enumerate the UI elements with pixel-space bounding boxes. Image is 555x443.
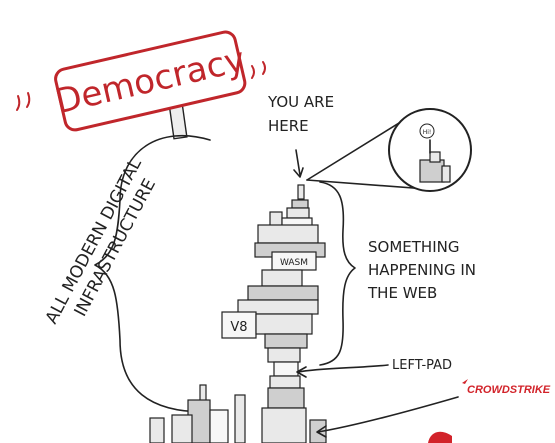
shake-marks [16, 61, 266, 111]
you-are-here-line1: YOU ARE [267, 93, 334, 111]
block-tower: WASM V8 [149, 184, 327, 443]
you-are-here-arrow [295, 149, 301, 176]
something-line1: SOMETHING [368, 238, 459, 256]
zoom-callout: Hi! [306, 108, 472, 192]
democracy-sign: Democracy [52, 30, 249, 132]
wasm-label: WASM [280, 258, 308, 268]
zoom-bubble-text: Hi! [423, 129, 432, 136]
infrastructure-brace [94, 135, 211, 413]
web-brace [319, 181, 356, 366]
crowdstrike-logo: CROWDSTRIKE [462, 379, 551, 396]
left-pad-label: LEFT-PAD [392, 358, 452, 373]
v8-label: V8 [230, 320, 247, 335]
you-are-here-arrowhead [293, 167, 304, 178]
something-line2: HAPPENING IN [368, 261, 476, 279]
crowdstrike-arrowhead [316, 425, 327, 438]
you-are-here-line2: HERE [268, 117, 309, 135]
left-pad-arrowhead [296, 366, 307, 378]
left-pad-arrow [297, 364, 389, 373]
crowdstrike-falcon-icon [428, 431, 452, 443]
crowdstrike-text: CROWDSTRIKE [467, 384, 551, 396]
something-line3: THE WEB [367, 284, 437, 302]
infrastructure-label: ALL MODERN DIGITAL INFRASTRUCTURE [42, 155, 160, 328]
crowdstrike-arrow [317, 396, 459, 433]
